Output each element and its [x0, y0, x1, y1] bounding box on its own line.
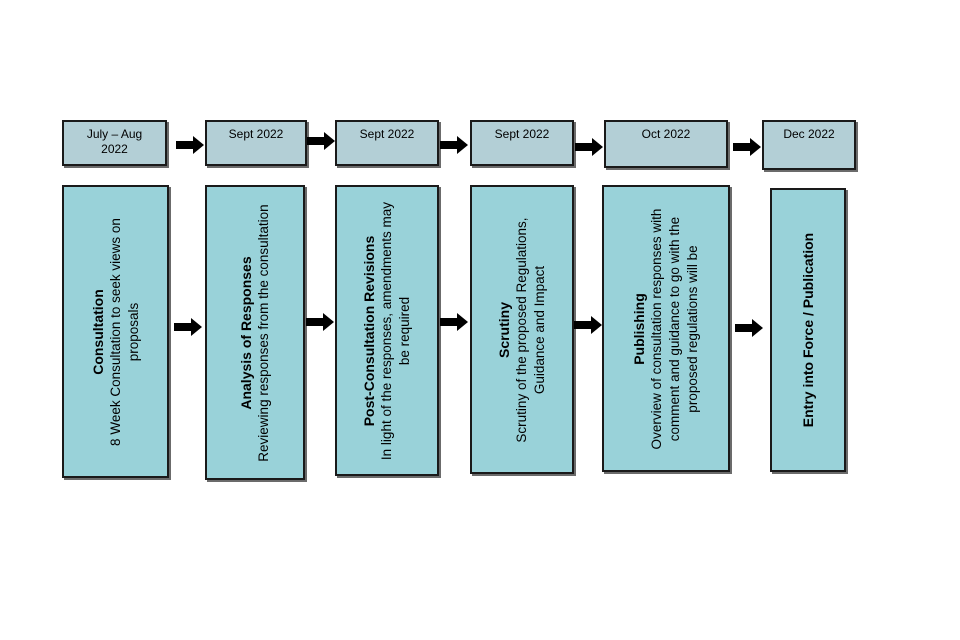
date-label: Sept 2022 [494, 127, 550, 141]
date-box-analysis: Sept 2022 [205, 120, 307, 166]
stage-description: Scrutiny of the proposed Regulations, Gu… [514, 216, 547, 443]
stage-box-revisions: Post-Consultation Revisions In light of … [335, 185, 439, 476]
stage-box-publishing: Publishing Overview of consultation resp… [602, 185, 730, 472]
date-label: Oct 2022 [641, 127, 691, 141]
right-arrow-icon [440, 136, 468, 154]
stage-title: Publishing [631, 292, 647, 365]
stage-description: In light of the responses, amendments ma… [379, 201, 412, 460]
right-arrow-icon [575, 138, 603, 156]
right-arrow-icon [306, 313, 334, 331]
stage-title: Scrutiny [496, 301, 512, 358]
right-arrow-icon [174, 318, 202, 336]
right-arrow-icon [307, 132, 335, 150]
date-label: Sept 2022 [359, 127, 415, 141]
stage-title: Entry into Force / Publication [800, 232, 816, 428]
date-label: Sept 2022 [228, 127, 284, 141]
date-box-consultation: July – Aug 2022 [62, 120, 167, 166]
right-arrow-icon [735, 319, 763, 337]
stage-description: Overview of consultation responses with … [649, 208, 700, 449]
right-arrow-icon [176, 136, 204, 154]
date-box-revisions: Sept 2022 [335, 120, 439, 166]
stage-box-analysis: Analysis of Responses Reviewing response… [205, 185, 305, 480]
stage-title: Consultation [89, 288, 106, 375]
stage-title: Post-Consultation Revisions [361, 235, 377, 426]
date-label: July – Aug 2022 [86, 127, 143, 156]
right-arrow-icon [733, 138, 761, 156]
date-box-publishing: Oct 2022 [604, 120, 728, 168]
stage-box-consultation: Consultation 8 Week Consultation to seek… [62, 185, 169, 478]
date-box-entry-into-force: Dec 2022 [762, 120, 856, 170]
date-label: Dec 2022 [783, 127, 835, 141]
stage-description: 8 Week Consultation to seek views on pro… [107, 217, 141, 446]
right-arrow-icon [574, 316, 602, 334]
stage-box-scrutiny: Scrutiny Scrutiny of the proposed Regula… [470, 185, 574, 474]
stage-box-entry-into-force: Entry into Force / Publication [770, 188, 846, 472]
right-arrow-icon [440, 313, 468, 331]
date-box-scrutiny: Sept 2022 [470, 120, 574, 166]
stage-title: Analysis of Responses [238, 255, 254, 410]
stage-description: Reviewing responses from the consultatio… [256, 203, 271, 462]
